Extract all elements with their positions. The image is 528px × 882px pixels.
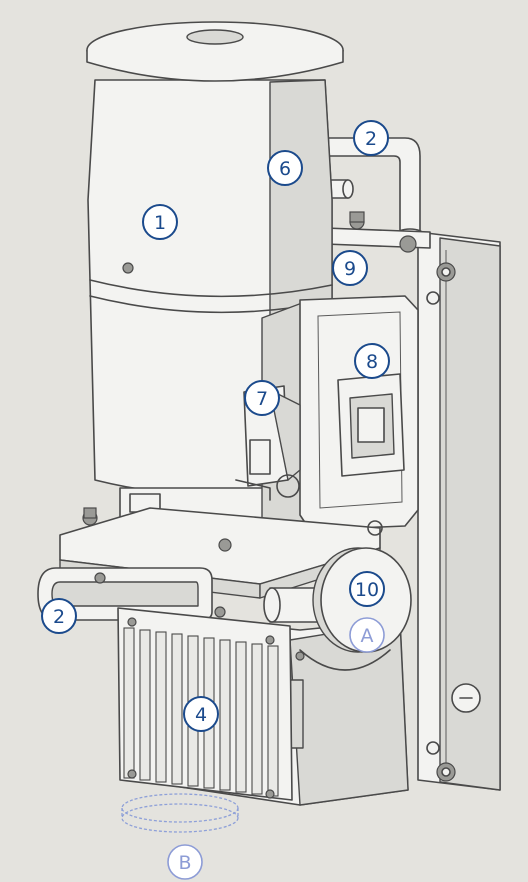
callout-2-left: 2	[41, 598, 77, 634]
callout-label: 8	[366, 351, 378, 373]
ghost-port-b	[121, 793, 239, 833]
callout-2-top: 2	[353, 120, 389, 156]
panel-cap	[451, 683, 481, 713]
callout-label: A	[361, 625, 374, 647]
callout-10: 10	[349, 571, 385, 607]
mounting-panel	[417, 231, 501, 791]
panel-bolt-bottom	[436, 762, 456, 782]
callout-4: 4	[183, 696, 219, 732]
callout-label: 9	[344, 258, 356, 280]
callout-label: 7	[256, 388, 268, 410]
panel-bolt-top	[436, 262, 456, 282]
callout-label: 2	[53, 606, 65, 628]
callout-label: 2	[365, 128, 377, 150]
callout-a: A	[349, 617, 385, 653]
callout-9: 9	[332, 250, 368, 286]
callout-label: 1	[154, 212, 166, 234]
callout-label: 4	[195, 704, 207, 726]
callout-label: B	[178, 852, 191, 874]
callout-label: 10	[355, 579, 379, 601]
callout-label: 6	[279, 158, 291, 180]
callout-1: 1	[142, 204, 178, 240]
callout-7: 7	[244, 380, 280, 416]
callout-6: 6	[267, 150, 303, 186]
callout-b: B	[167, 844, 203, 880]
callout-8: 8	[354, 343, 390, 379]
